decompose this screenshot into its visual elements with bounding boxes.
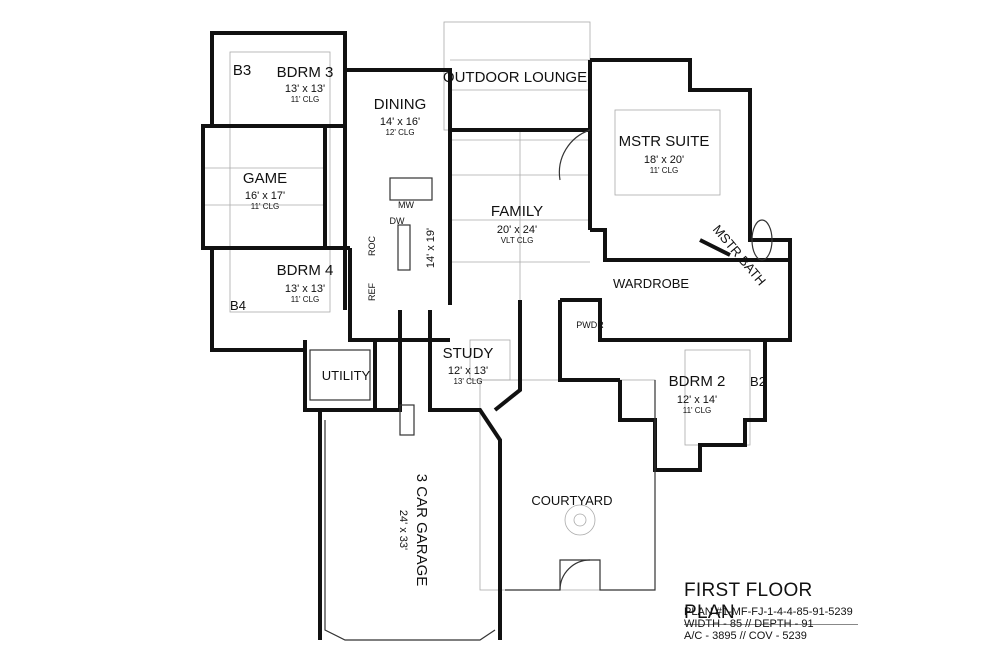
kitchen-roc-label: ROC	[367, 236, 377, 257]
room-family-label: FAMILY	[491, 203, 543, 220]
room-garage-label: 3 CAR GARAGE	[413, 474, 430, 587]
room-b4-label: B4	[230, 298, 246, 313]
room-study-ceiling: 13' CLG	[453, 377, 482, 386]
room-bdrm2-size: 12' x 14'	[677, 394, 717, 406]
plan-title: FIRST FLOOR PLAN	[684, 580, 858, 625]
room-game-label: GAME	[243, 170, 287, 187]
room-dining-size: 14' x 16'	[380, 116, 420, 128]
room-family-size: 20' x 24'	[497, 224, 537, 236]
room-b3-label: B3	[233, 62, 251, 79]
walls	[201, 31, 792, 640]
room-bdrm3-label: BDRM 3	[277, 64, 334, 81]
plan-area: A/C - 3895 // COV - 5239	[684, 630, 807, 642]
room-b2-label: B2	[750, 374, 766, 389]
room-mstr-suite-label: MSTR SUITE	[619, 133, 710, 150]
porch-lines	[203, 21, 751, 591]
room-bdrm2-label: BDRM 2	[669, 373, 726, 390]
kitchen-dw-label: DW	[390, 216, 405, 226]
room-utility-label: UTILITY	[322, 368, 371, 383]
room-family-ceiling: VLT CLG	[501, 236, 534, 245]
room-study-label: STUDY	[443, 345, 494, 362]
thin-lines	[309, 129, 773, 641]
room-dining-label: DINING	[374, 96, 427, 113]
room-kitchen-size: 14' x 19'	[425, 228, 437, 268]
kitchen-ref-label: REF	[367, 282, 377, 301]
room-mstr-suite-ceiling: 11' CLG	[650, 166, 679, 175]
room-mstr-bath-label: MSTR BATH	[710, 222, 769, 288]
room-pwdr-label: PWDR	[576, 320, 604, 330]
room-bdrm3-ceiling: 11' CLG	[291, 95, 320, 104]
room-mstr-suite-size: 18' x 20'	[644, 154, 684, 166]
room-bdrm3-size: 13' x 13'	[285, 83, 325, 95]
room-courtyard-label: COURTYARD	[531, 493, 612, 508]
room-game-size: 16' x 17'	[245, 190, 285, 202]
room-garage-size: 24' x 33'	[397, 510, 409, 550]
room-wardrobe-label: WARDROBE	[613, 276, 689, 291]
room-dining-ceiling: 12' CLG	[385, 128, 414, 137]
room-bdrm2-ceiling: 11' CLG	[683, 406, 712, 415]
room-game-ceiling: 11' CLG	[251, 202, 280, 211]
plan-dimensions: WIDTH - 85 // DEPTH - 91	[684, 618, 814, 630]
kitchen-mw-label: MW	[398, 200, 414, 210]
room-bdrm4-label: BDRM 4	[277, 262, 334, 279]
room-bdrm4-size: 13' x 13'	[285, 283, 325, 295]
plan-number: PLAN #1-MF-FJ-1-4-4-85-91-5239	[684, 606, 853, 618]
room-outdoor-lounge-label: OUTDOOR LOUNGE	[443, 69, 587, 86]
room-study-size: 12' x 13'	[448, 365, 488, 377]
room-bdrm4-ceiling: 11' CLG	[291, 295, 320, 304]
